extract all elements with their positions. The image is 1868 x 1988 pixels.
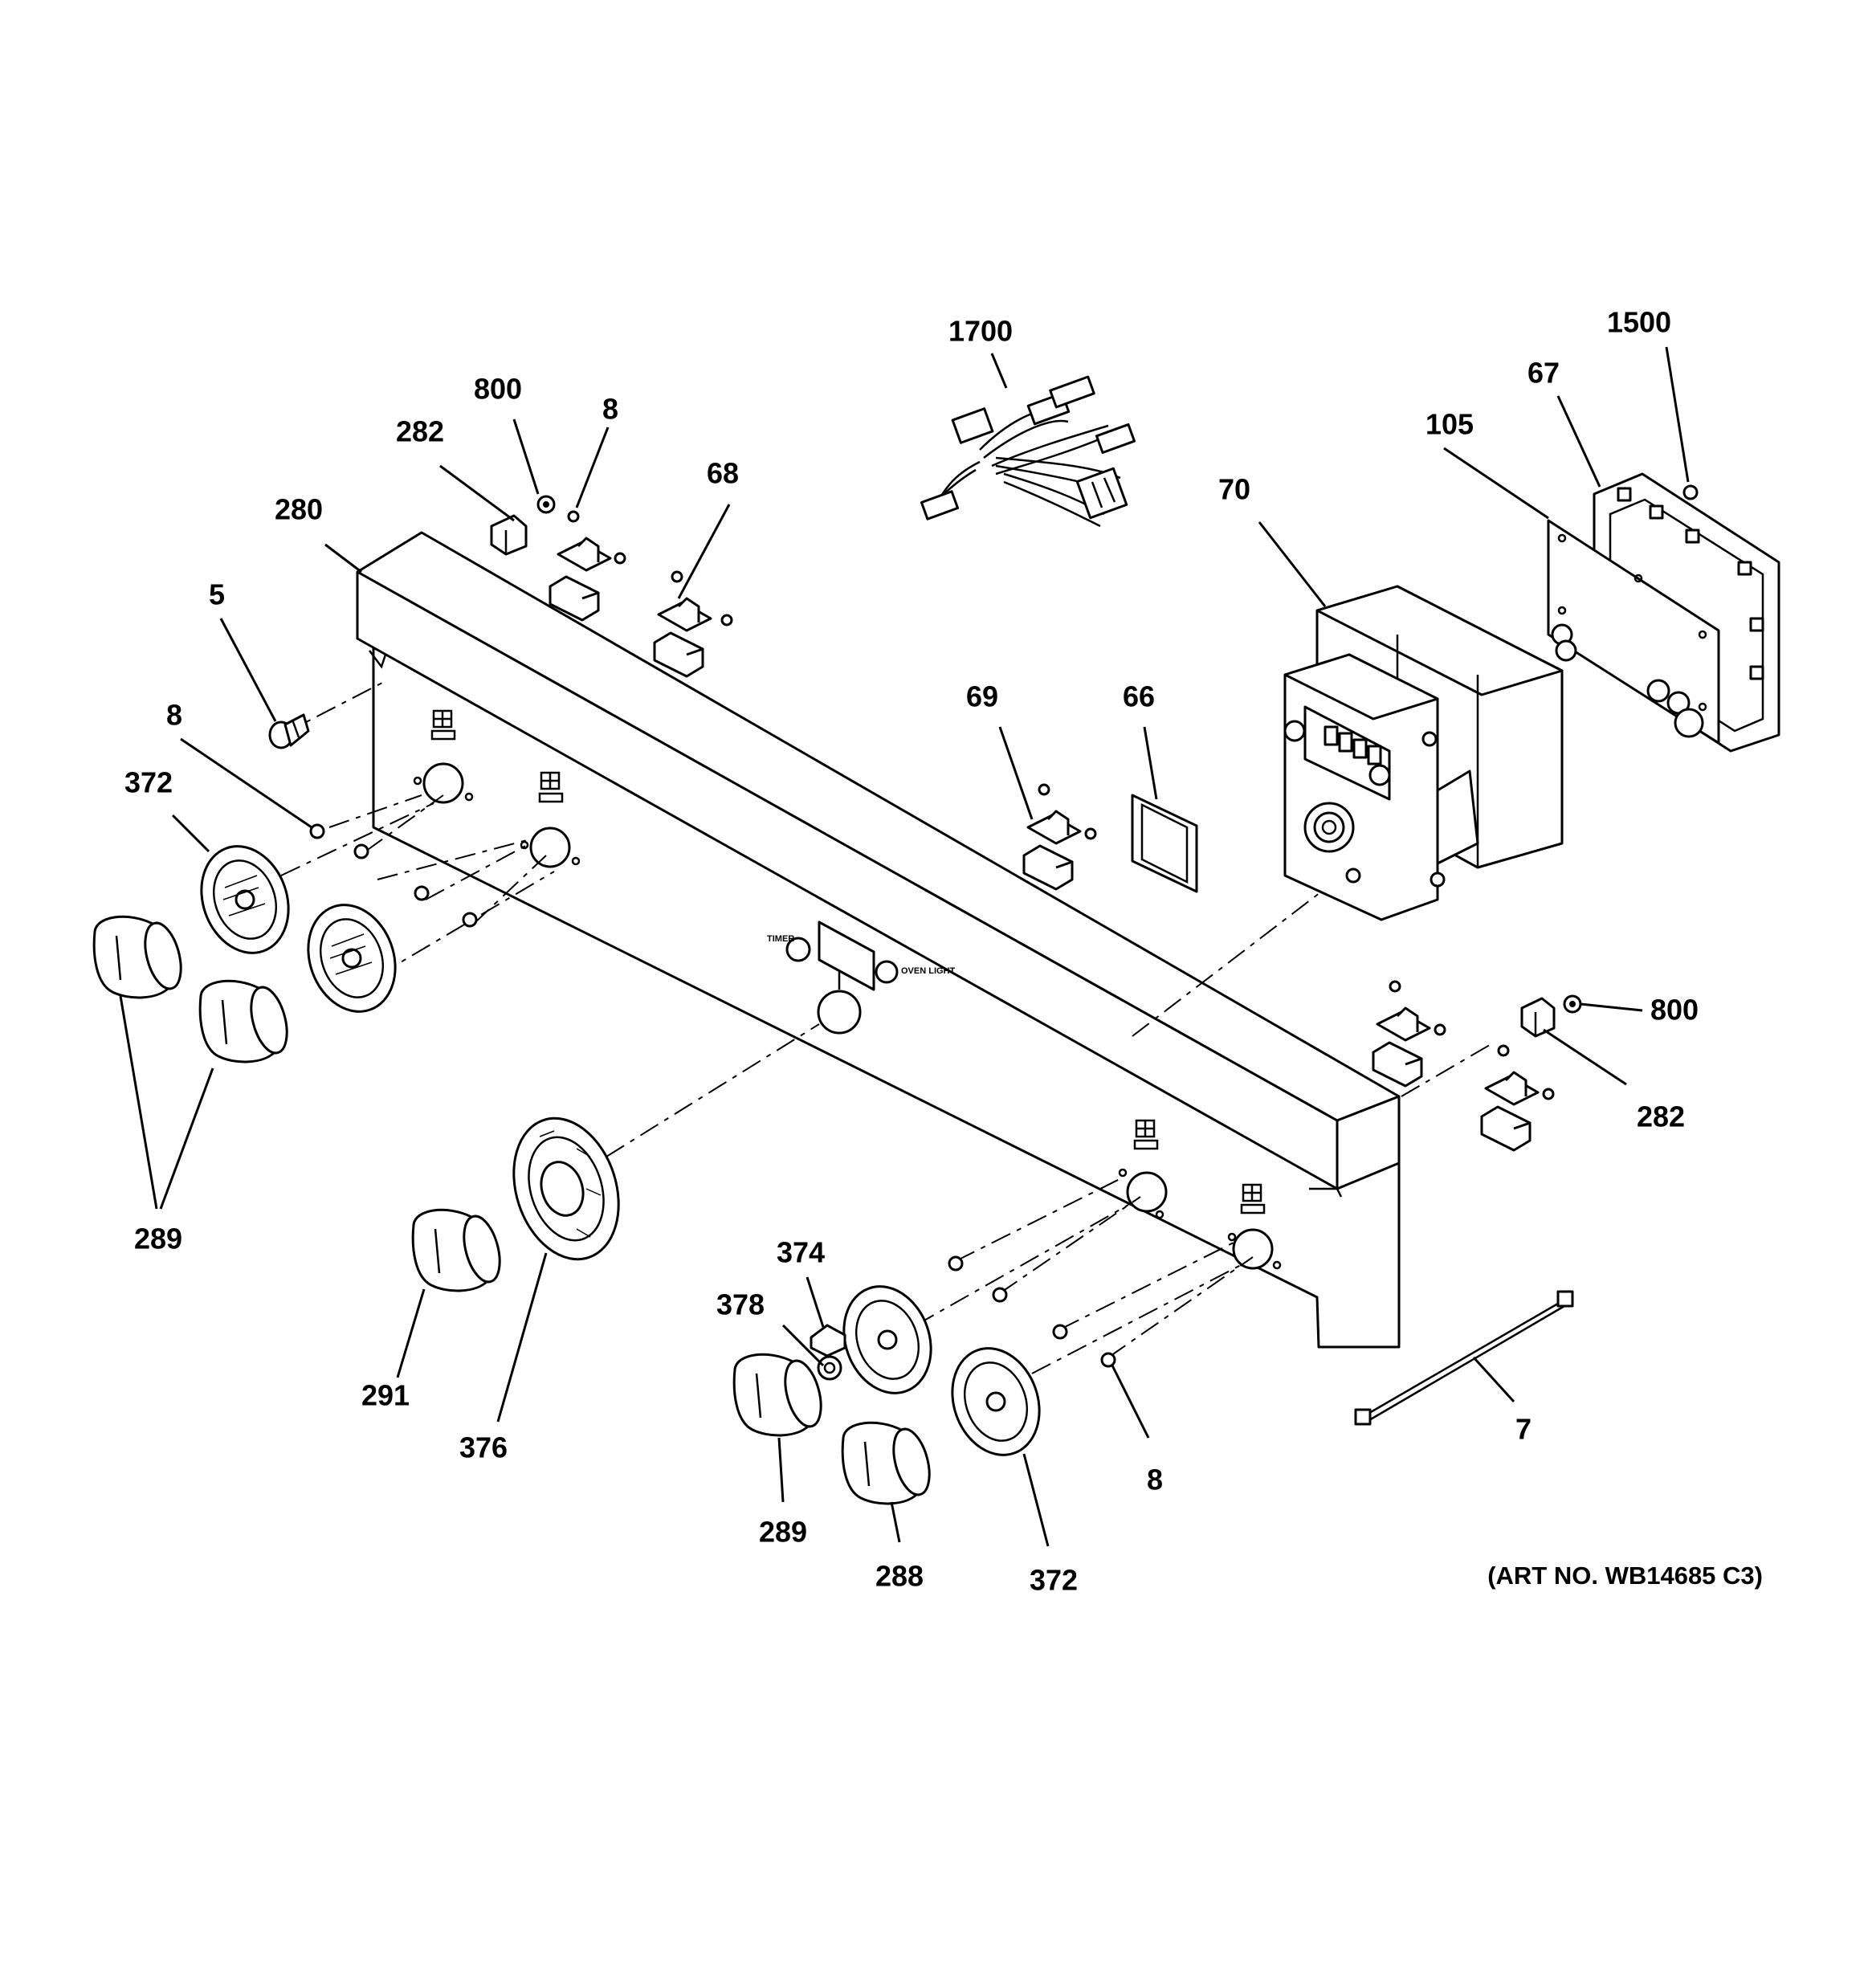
- left-front-valve-hole: [413, 709, 474, 804]
- callout-68: 68: [707, 457, 739, 490]
- callout-282-right: 282: [1637, 1100, 1685, 1133]
- electronic-control-70[interactable]: [1283, 585, 1564, 1457]
- knob-291-oven[interactable]: [411, 1208, 506, 1292]
- callout-1500: 1500: [1607, 306, 1671, 339]
- clip-assembly-69[interactable]: [1022, 783, 1097, 891]
- callout-800-right: 800: [1650, 994, 1699, 1027]
- callout-282-top: 282: [396, 415, 444, 448]
- bracket-282-right[interactable]: [1520, 997, 1556, 1038]
- callout-800-top: 800: [474, 373, 522, 406]
- oven-bezel-376[interactable]: [496, 1104, 636, 1273]
- callout-376: 376: [459, 1431, 508, 1464]
- callout-66: 66: [1123, 680, 1155, 713]
- callout-374: 374: [777, 1236, 825, 1269]
- callout-69: 69: [966, 680, 998, 713]
- oven-light-label: OVEN LIGHT: [901, 966, 956, 976]
- callout-67: 67: [1527, 357, 1560, 390]
- bezel-372-left-front[interactable]: [187, 834, 303, 965]
- left-rear-valve-hole: [520, 771, 581, 868]
- callout-8-top: 8: [602, 393, 618, 426]
- callout-labels: 1700 1500 67 105 70 800 8 282 68 280 5 8…: [124, 306, 1763, 1597]
- bezel-372-right-front[interactable]: [830, 1274, 945, 1405]
- callout-372-left: 372: [124, 766, 173, 799]
- wire-7[interactable]: [1354, 1290, 1574, 1426]
- circuit-board-105[interactable]: [1547, 519, 1720, 745]
- knob-289-left-rear[interactable]: [198, 979, 293, 1063]
- callout-8-left: 8: [166, 699, 182, 732]
- callout-7: 7: [1515, 1413, 1532, 1446]
- art-number: (ART NO. WB14685 C3): [1487, 1561, 1763, 1590]
- oven-light-button-hole: [875, 960, 899, 984]
- callout-280: 280: [275, 493, 323, 526]
- knob-289-left-front[interactable]: [92, 915, 187, 999]
- callout-291: 291: [361, 1379, 410, 1412]
- timer-button-hole: [785, 937, 811, 962]
- lens-66[interactable]: [1131, 794, 1198, 893]
- knob-289-right-front[interactable]: [732, 1353, 827, 1437]
- indicator-light-5[interactable]: [268, 713, 310, 749]
- clip-assembly-68[interactable]: [653, 570, 733, 678]
- bezel-372-left-rear[interactable]: [294, 892, 410, 1023]
- callout-372-bottom: 372: [1030, 1564, 1078, 1597]
- clock-window: [818, 921, 875, 991]
- callout-288: 288: [875, 1560, 924, 1593]
- control-panel-280[interactable]: TIMER OVEN LIGHT: [356, 531, 1401, 1349]
- callout-5: 5: [209, 578, 225, 611]
- callout-1700: 1700: [948, 315, 1013, 348]
- callout-8-bottom: 8: [1147, 1463, 1163, 1496]
- leader-lines: [119, 346, 1690, 1547]
- callout-289-bottom: 289: [759, 1516, 807, 1549]
- bezel-372-right-rear[interactable]: [938, 1336, 1054, 1467]
- center-valve-hole: [817, 990, 862, 1035]
- right-rear-valve-hole: [1227, 1183, 1282, 1270]
- screw-8-group[interactable]: [309, 823, 1116, 1368]
- clip-assembly-right-upper[interactable]: [1372, 980, 1446, 1088]
- screw-1500[interactable]: [1682, 484, 1699, 500]
- right-front-valve-hole: [1118, 1119, 1168, 1219]
- bracket-282-top[interactable]: [490, 514, 528, 556]
- callout-378: 378: [716, 1288, 765, 1321]
- knob-288-right-rear[interactable]: [841, 1421, 936, 1505]
- clip-assembly-right-lower[interactable]: [1480, 1044, 1555, 1152]
- screw-800-top[interactable]: [536, 495, 556, 514]
- timer-label: TIMER: [767, 934, 794, 944]
- wire-harness-1700[interactable]: [920, 375, 1136, 528]
- clock-display: [1324, 725, 1382, 765]
- screw-800-right[interactable]: [1563, 994, 1582, 1014]
- callout-289-left: 289: [134, 1223, 182, 1255]
- callout-70: 70: [1218, 473, 1250, 506]
- assembly-lines: [280, 680, 1495, 1374]
- callout-105: 105: [1425, 408, 1474, 441]
- clip-assembly-upper-left[interactable]: [549, 510, 626, 622]
- clip-374[interactable]: [810, 1324, 846, 1357]
- spring-378[interactable]: [817, 1355, 842, 1381]
